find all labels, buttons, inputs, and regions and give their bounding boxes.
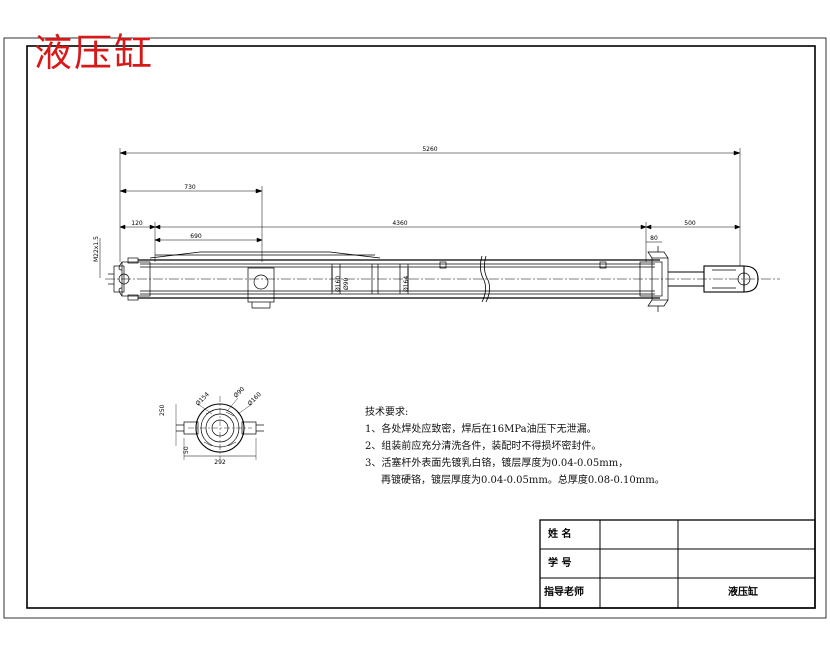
dim-690: 690 [190,233,202,240]
dim-500: 500 [684,220,696,227]
dim-4360: 4360 [392,220,407,227]
title-block-name-label: 姓 名 [548,529,572,540]
dim-thread: M22x1.5 [93,236,100,262]
dim-bore-b: Ø90 [343,277,350,290]
outer-border [3,37,827,619]
dim-bore-a: Ø160 [335,276,342,292]
title-block [539,519,816,609]
dim-sec-154: Ø154 [194,391,211,408]
dim-80: 80 [650,235,658,242]
note-line-2: 2、组装前应充分清洗各件，装配时不得损坏密封件。 [365,441,602,452]
cylinder-main-view [105,246,780,312]
dim-sec-292: 292 [214,459,226,466]
dim-730: 730 [184,184,196,191]
note-line-1: 1、各处焊处应致密，焊后在16MPa油压下无泄漏。 [365,424,597,435]
dim-sec-250: 250 [159,404,166,416]
dim-120: 120 [131,220,143,227]
note-line-3-cont: 再镀硬铬，镀层厚度为0.04-0.05mm。总厚度0.08-0.10mm。 [381,475,665,486]
note-line-3: 3、活塞杆外表面先镀乳白铬，镀层厚度为0.04-0.05mm， [365,458,629,469]
dim-sec-50: 50 [183,446,190,454]
notes-heading: 技术要求: [365,407,409,418]
dim-sec-90: Ø90 [232,386,246,400]
inner-border [26,45,816,609]
drawing-title: 液压缸 [34,31,155,75]
title-block-drawing-name: 液压缸 [728,587,758,598]
section-dimension-texts: Ø154 Ø90 Ø160 250 50 292 [159,386,263,466]
dimension-lines [99,148,741,278]
cross-section-view [175,396,264,460]
title-block-id-label: 学 号 [548,558,572,569]
title-block-advisor-label: 指导老师 [544,587,584,598]
technical-requirements: 技术要求: 1、各处焊处应致密，焊后在16MPa油压下无泄漏。 2、组装前应充分… [365,404,665,489]
dim-overall: 5260 [422,146,437,153]
dim-bore-c: Ø164 [403,276,410,292]
dim-sec-160: Ø160 [246,391,263,408]
dimension-texts: 5260 730 120 690 4360 500 80 M22x1.5 Ø16… [93,146,696,292]
